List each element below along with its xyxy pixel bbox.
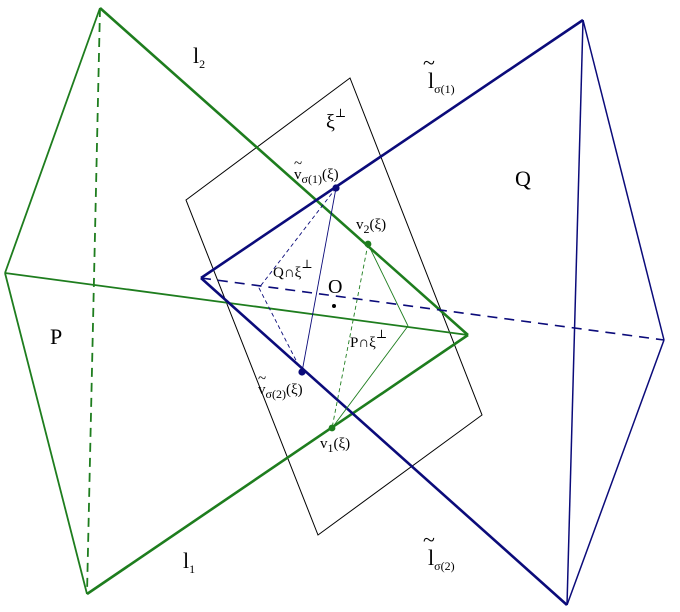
qcs-dash-1 [258,187,337,289]
label-l2: l2 [193,43,205,71]
label-q-cap-xi-perp: Q∩ξ⊥ [273,257,313,281]
p-edge-middle [4,272,469,336]
label-o: O [328,276,342,298]
qcs-solid [301,187,337,373]
label-l1: l1 [183,548,195,576]
label-p-cap-xi-perp: P∩ξ⊥ [350,327,387,351]
p-edge-b [4,272,88,595]
point-origin [332,304,336,308]
p-edge-l1 [86,333,469,596]
pcs-dash [331,243,369,429]
label-p: P [50,324,62,349]
point-v-tilde-sigma1 [332,184,340,192]
label-l-tilde-sigma2-tilde: ~ [423,527,435,552]
q-edge-l-sigma1 [200,18,584,280]
label-v1: v1(ξ) [320,436,350,455]
polytope-p [4,7,469,596]
label-q: Q [515,166,531,191]
label-l-tilde-sigma1: lσ(1) [428,68,455,96]
polytope-q [200,18,665,606]
q-edge-b [566,339,665,606]
label-v-tilde-sigma2-tilde: ~ [258,371,266,387]
q-cross-section [258,187,337,373]
point-v2 [364,240,372,248]
label-l-tilde-sigma2: lσ(2) [428,545,455,573]
point-v1 [328,424,336,432]
pcs-solid-1 [367,243,409,327]
point-v-tilde-sigma2 [298,368,306,376]
label-v-tilde-sigma2: vσ(2)(ξ) [258,382,303,401]
p-hidden-edge [86,7,101,595]
label-v-tilde-sigma1-tilde: ~ [294,156,302,172]
qcs-dash-2 [258,287,303,373]
p-cross-section [331,243,409,429]
q-edge-c [566,19,584,606]
q-edge-l-sigma2 [200,277,568,606]
p-edge-a [4,7,101,274]
p-edge-l2 [99,7,469,336]
q-edge-a [582,19,665,341]
label-v-tilde-sigma1: vσ(1)(ξ) [294,167,339,186]
label-l-tilde-sigma1-tilde: ~ [423,50,435,75]
pcs-solid-2 [331,325,409,429]
q-hidden-edge [200,277,665,341]
label-xi-perp: ξ⊥ [326,106,346,133]
plane-xi-perp [185,77,483,536]
label-v2: v2(ξ) [356,217,386,236]
